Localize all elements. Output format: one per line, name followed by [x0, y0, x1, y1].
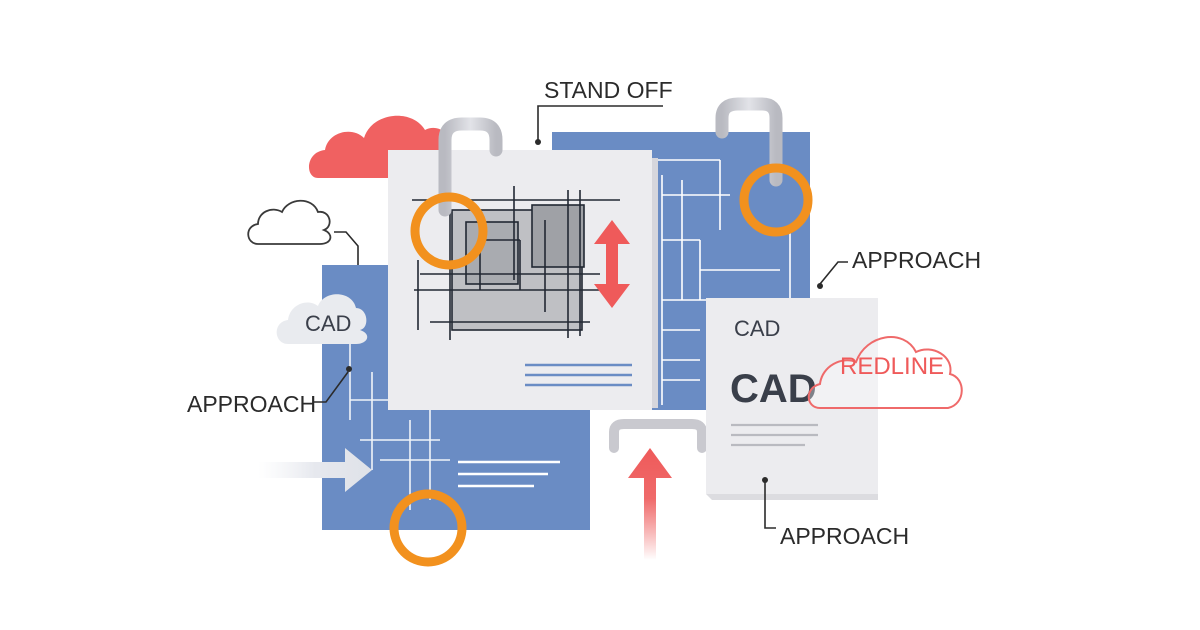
outline-cloud-icon: [247, 199, 332, 245]
hook-icon: [715, 97, 783, 187]
hook-icon: [438, 117, 503, 217]
cad-document-sheet: CAD CAD: [706, 298, 878, 500]
ring-icon: [739, 163, 813, 237]
vertical-double-arrow-icon: [594, 220, 630, 308]
ring-icon: [389, 489, 467, 567]
document-cad-label: CAD: [734, 316, 780, 341]
approach-arrow-right: [258, 448, 372, 492]
ring-icon: [410, 192, 488, 270]
stand-off-callout: STAND OFF: [535, 77, 673, 145]
stand-off-label: STAND OFF: [544, 77, 673, 103]
cad-cloud-icon: [276, 294, 368, 344]
approach-label-left: APPROACH: [187, 391, 316, 417]
cad-cloud-label: CAD: [305, 311, 351, 336]
approach-label-bottom: APPROACH: [780, 523, 909, 549]
hook-icon: [609, 419, 707, 453]
redline-cloud-icon: [807, 336, 963, 409]
cad-drawing-sheet: [388, 150, 658, 410]
approach-callout-right: APPROACH: [817, 247, 981, 289]
approach-label-right: APPROACH: [852, 247, 981, 273]
document-cad-title: CAD: [730, 367, 817, 411]
approach-callout-left: APPROACH: [187, 366, 352, 417]
redline-label: REDLINE: [840, 353, 944, 380]
approach-arrow-up: [628, 448, 672, 560]
approach-callout-bottom: APPROACH: [762, 477, 909, 549]
